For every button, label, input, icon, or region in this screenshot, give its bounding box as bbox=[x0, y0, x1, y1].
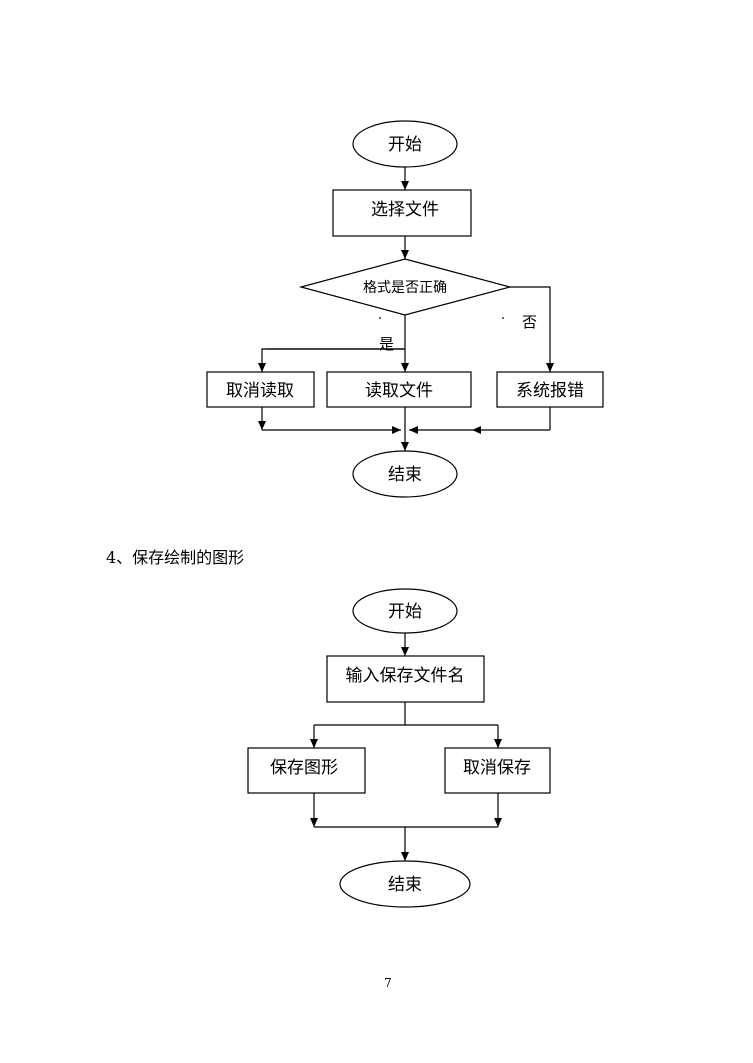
check-format-label: 格式是否正确 bbox=[363, 280, 447, 296]
input-filename-label: 输入保存文件名 bbox=[346, 666, 465, 686]
save-end-label: 结束 bbox=[388, 875, 422, 895]
no-dot bbox=[502, 317, 504, 319]
section-heading: 4、保存绘制的图形 bbox=[106, 548, 244, 567]
edge-check-to-error bbox=[510, 286, 554, 372]
flowchart-save-drawing: 开始 输入保存文件名 保存图形 取消保存 结束 bbox=[247, 588, 551, 908]
yes-dot bbox=[379, 317, 381, 319]
cancel-read-node: 取消读取 bbox=[206, 371, 315, 408]
save-start-label: 开始 bbox=[388, 602, 422, 622]
check-format-node: 格式是否正确 bbox=[298, 258, 513, 316]
cancel-down-head bbox=[258, 421, 266, 430]
save-shape-label: 保存图形 bbox=[270, 758, 338, 778]
open-start-label: 开始 bbox=[388, 135, 422, 155]
system-error-label: 系统报错 bbox=[516, 381, 584, 401]
save-end-node: 结束 bbox=[339, 860, 471, 908]
open-end-node: 结束 bbox=[352, 450, 458, 498]
select-file-node: 选择文件 bbox=[332, 189, 472, 237]
save-shape-node: 保存图形 bbox=[247, 747, 366, 794]
select-file-label: 选择文件 bbox=[371, 200, 439, 220]
cancel-read-label: 取消读取 bbox=[226, 381, 294, 401]
read-file-node: 读取文件 bbox=[326, 371, 472, 408]
read-file-label: 读取文件 bbox=[365, 381, 433, 401]
error-mid-head bbox=[472, 426, 481, 434]
cancel-save-node: 取消保存 bbox=[444, 747, 551, 794]
yes-label: 是 bbox=[379, 335, 394, 353]
save-start-node: 开始 bbox=[352, 588, 458, 634]
open-end-label: 结束 bbox=[388, 465, 422, 485]
input-filename-node: 输入保存文件名 bbox=[326, 655, 485, 703]
no-label: 否 bbox=[522, 313, 537, 331]
open-start-node: 开始 bbox=[352, 120, 458, 168]
flowchart-open-file: 开始 选择文件 格式是否正确 是 否 取消读取 bbox=[206, 120, 604, 498]
system-error-node: 系统报错 bbox=[496, 371, 604, 408]
cancel-save-label: 取消保存 bbox=[463, 758, 531, 778]
page-number: 7 bbox=[384, 976, 392, 990]
